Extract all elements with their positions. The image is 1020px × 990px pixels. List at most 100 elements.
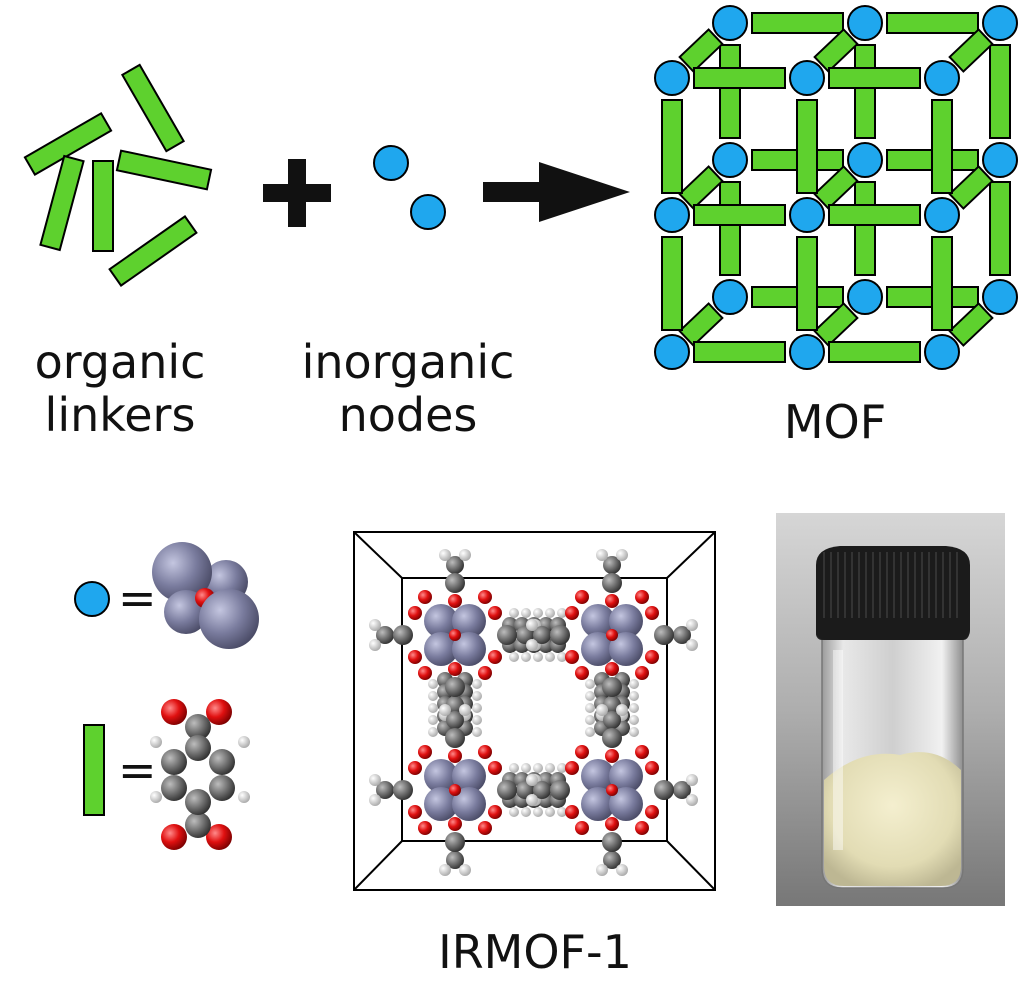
atom	[418, 745, 432, 759]
bdc-molecule-icon	[150, 699, 250, 850]
linker-bar	[23, 111, 113, 177]
atom	[605, 749, 619, 763]
mof-node	[924, 197, 960, 233]
atom	[488, 650, 502, 664]
atom	[550, 780, 570, 800]
atom	[673, 626, 691, 644]
mof-node	[924, 60, 960, 96]
atom	[478, 666, 492, 680]
atom	[428, 679, 438, 689]
atom	[439, 864, 451, 876]
atom	[424, 632, 458, 666]
atom	[526, 639, 538, 651]
atom	[596, 549, 608, 561]
atom	[581, 604, 615, 638]
linker-bar	[693, 67, 786, 89]
linker-bar	[828, 204, 921, 226]
mof-node	[712, 5, 748, 41]
atom	[581, 632, 615, 666]
atom	[565, 761, 579, 775]
node-circle	[410, 194, 446, 230]
atom	[654, 780, 674, 800]
atom	[448, 594, 462, 608]
atom	[418, 821, 432, 835]
atom	[449, 629, 461, 641]
mof-node	[789, 334, 825, 370]
inorganic-nodes-label: inorganic nodes	[282, 335, 534, 443]
linker-bar	[661, 99, 683, 194]
atom	[602, 728, 622, 748]
atom	[565, 606, 579, 620]
vial-photo	[776, 513, 1005, 906]
linker-bar	[678, 302, 724, 347]
linker-bar	[813, 165, 859, 210]
linker-bar	[813, 302, 859, 347]
atom	[509, 763, 519, 773]
atom	[445, 677, 465, 697]
mof-node	[712, 142, 748, 178]
atom	[550, 625, 570, 645]
atom	[376, 781, 394, 799]
atom	[585, 727, 595, 737]
atom	[533, 652, 543, 662]
irmof-structure	[353, 531, 716, 891]
atom	[585, 703, 595, 713]
atom	[526, 774, 538, 786]
mof-node	[982, 142, 1018, 178]
organic-linkers-label: organic linkers	[10, 335, 230, 443]
atom	[472, 703, 482, 713]
unit-cell-outer	[353, 531, 716, 891]
atom	[629, 679, 639, 689]
atom	[645, 805, 659, 819]
atom	[408, 761, 422, 775]
atom	[472, 715, 482, 725]
linker-bar	[661, 236, 683, 331]
atom	[452, 632, 486, 666]
atom	[452, 604, 486, 638]
atom	[478, 745, 492, 759]
atom	[602, 573, 622, 593]
atom	[533, 608, 543, 618]
atom	[533, 763, 543, 773]
atom	[533, 626, 551, 644]
linker-bar	[108, 215, 198, 287]
atom	[446, 711, 464, 729]
atom	[408, 650, 422, 664]
atom	[439, 704, 451, 716]
atom	[449, 784, 461, 796]
atom	[602, 677, 622, 697]
atom	[445, 573, 465, 593]
atom	[635, 590, 649, 604]
linker-bar	[796, 236, 818, 331]
irmof-atoms	[369, 549, 698, 876]
atom	[629, 691, 639, 701]
organic-linkers-group	[23, 63, 213, 287]
atom	[428, 727, 438, 737]
atom	[521, 608, 531, 618]
node-legend-icon	[74, 581, 110, 617]
mof-node	[847, 279, 883, 315]
atom	[369, 619, 381, 631]
atom	[629, 727, 639, 737]
atom	[605, 594, 619, 608]
atom	[605, 662, 619, 676]
atom	[545, 608, 555, 618]
unit-cell-inner	[401, 577, 668, 842]
atom	[603, 711, 621, 729]
mof-node	[847, 5, 883, 41]
atom	[393, 625, 413, 645]
arrow-right-icon	[483, 162, 630, 222]
inorganic-nodes-group	[373, 145, 446, 230]
atom	[445, 832, 465, 852]
atom	[428, 691, 438, 701]
atom	[418, 666, 432, 680]
atom	[448, 662, 462, 676]
atom	[428, 703, 438, 713]
atom	[452, 787, 486, 821]
atom	[452, 759, 486, 793]
atom	[478, 821, 492, 835]
atom	[557, 807, 567, 817]
atom	[585, 679, 595, 689]
vial-highlight	[833, 650, 843, 850]
linker-legend-icon	[83, 724, 105, 816]
